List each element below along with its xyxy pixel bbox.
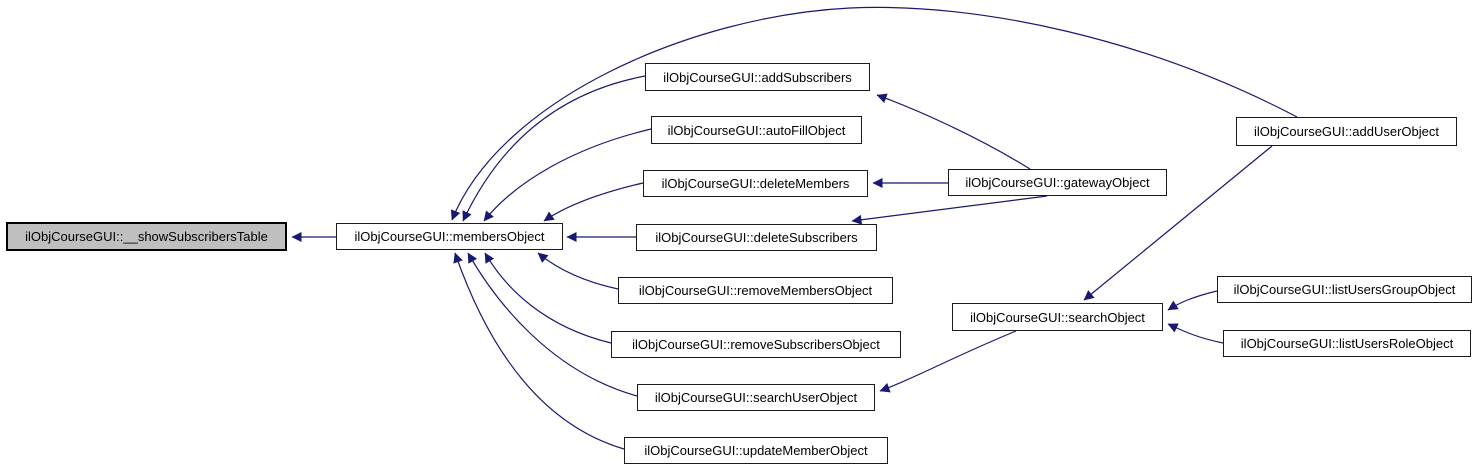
node-search-object[interactable]: ilObjCourseGUI::searchObject bbox=[952, 303, 1163, 331]
edge-gatewayObject-to-deleteSubscribers bbox=[851, 195, 1048, 225]
node-show-subscribers-table: ilObjCourseGUI::__showSubscribersTable bbox=[6, 222, 287, 251]
edge-updateMemberObject-to-membersObject bbox=[453, 252, 625, 450]
node-update-member-object[interactable]: ilObjCourseGUI::updateMemberObject bbox=[624, 437, 888, 464]
node-gateway-object[interactable]: ilObjCourseGUI::gatewayObject bbox=[948, 169, 1167, 196]
edge-autoFillObject-to-membersObject bbox=[483, 128, 652, 222]
node-delete-members[interactable]: ilObjCourseGUI::deleteMembers bbox=[643, 170, 868, 197]
edge-gatewayObject-to-addSubscribers bbox=[876, 93, 1031, 170]
node-auto-fill-object[interactable]: ilObjCourseGUI::autoFillObject bbox=[651, 116, 862, 144]
edge-deleteMembers-to-membersObject bbox=[543, 182, 644, 222]
node-remove-members-object[interactable]: ilObjCourseGUI::removeMembersObject bbox=[618, 277, 893, 304]
node-list-users-group-object[interactable]: ilObjCourseGUI::listUsersGroupObject bbox=[1217, 276, 1472, 303]
edge-listUsersGroupObject-to-searchObject bbox=[1167, 290, 1218, 311]
node-search-user-object[interactable]: ilObjCourseGUI::searchUserObject bbox=[637, 384, 875, 411]
edge-addSubscribers-to-membersObject bbox=[462, 75, 646, 222]
edge-searchUserObject-to-membersObject bbox=[467, 252, 638, 397]
node-remove-subscribers-object[interactable]: ilObjCourseGUI::removeSubscribersObject bbox=[611, 331, 901, 358]
node-list-users-role-object[interactable]: ilObjCourseGUI::listUsersRoleObject bbox=[1223, 330, 1471, 357]
node-members-object[interactable]: ilObjCourseGUI::membersObject bbox=[336, 223, 563, 250]
edge-searchObject-to-searchUserObject bbox=[879, 330, 1017, 393]
edge-removeMembersObject-to-membersObject bbox=[537, 252, 619, 290]
node-add-user-object[interactable]: ilObjCourseGUI::addUserObject bbox=[1236, 117, 1457, 146]
node-delete-subscribers[interactable]: ilObjCourseGUI::deleteSubscribers bbox=[636, 224, 877, 251]
edge-listUsersRoleObject-to-searchObject bbox=[1167, 323, 1224, 344]
node-add-subscribers[interactable]: ilObjCourseGUI::addSubscribers bbox=[645, 63, 870, 91]
edge-removeSubscribersObject-to-membersObject bbox=[484, 252, 612, 344]
edge-addUserObject-to-searchObject bbox=[1083, 145, 1273, 301]
edge-addUserObject-to-membersObject bbox=[450, 6, 1298, 221]
